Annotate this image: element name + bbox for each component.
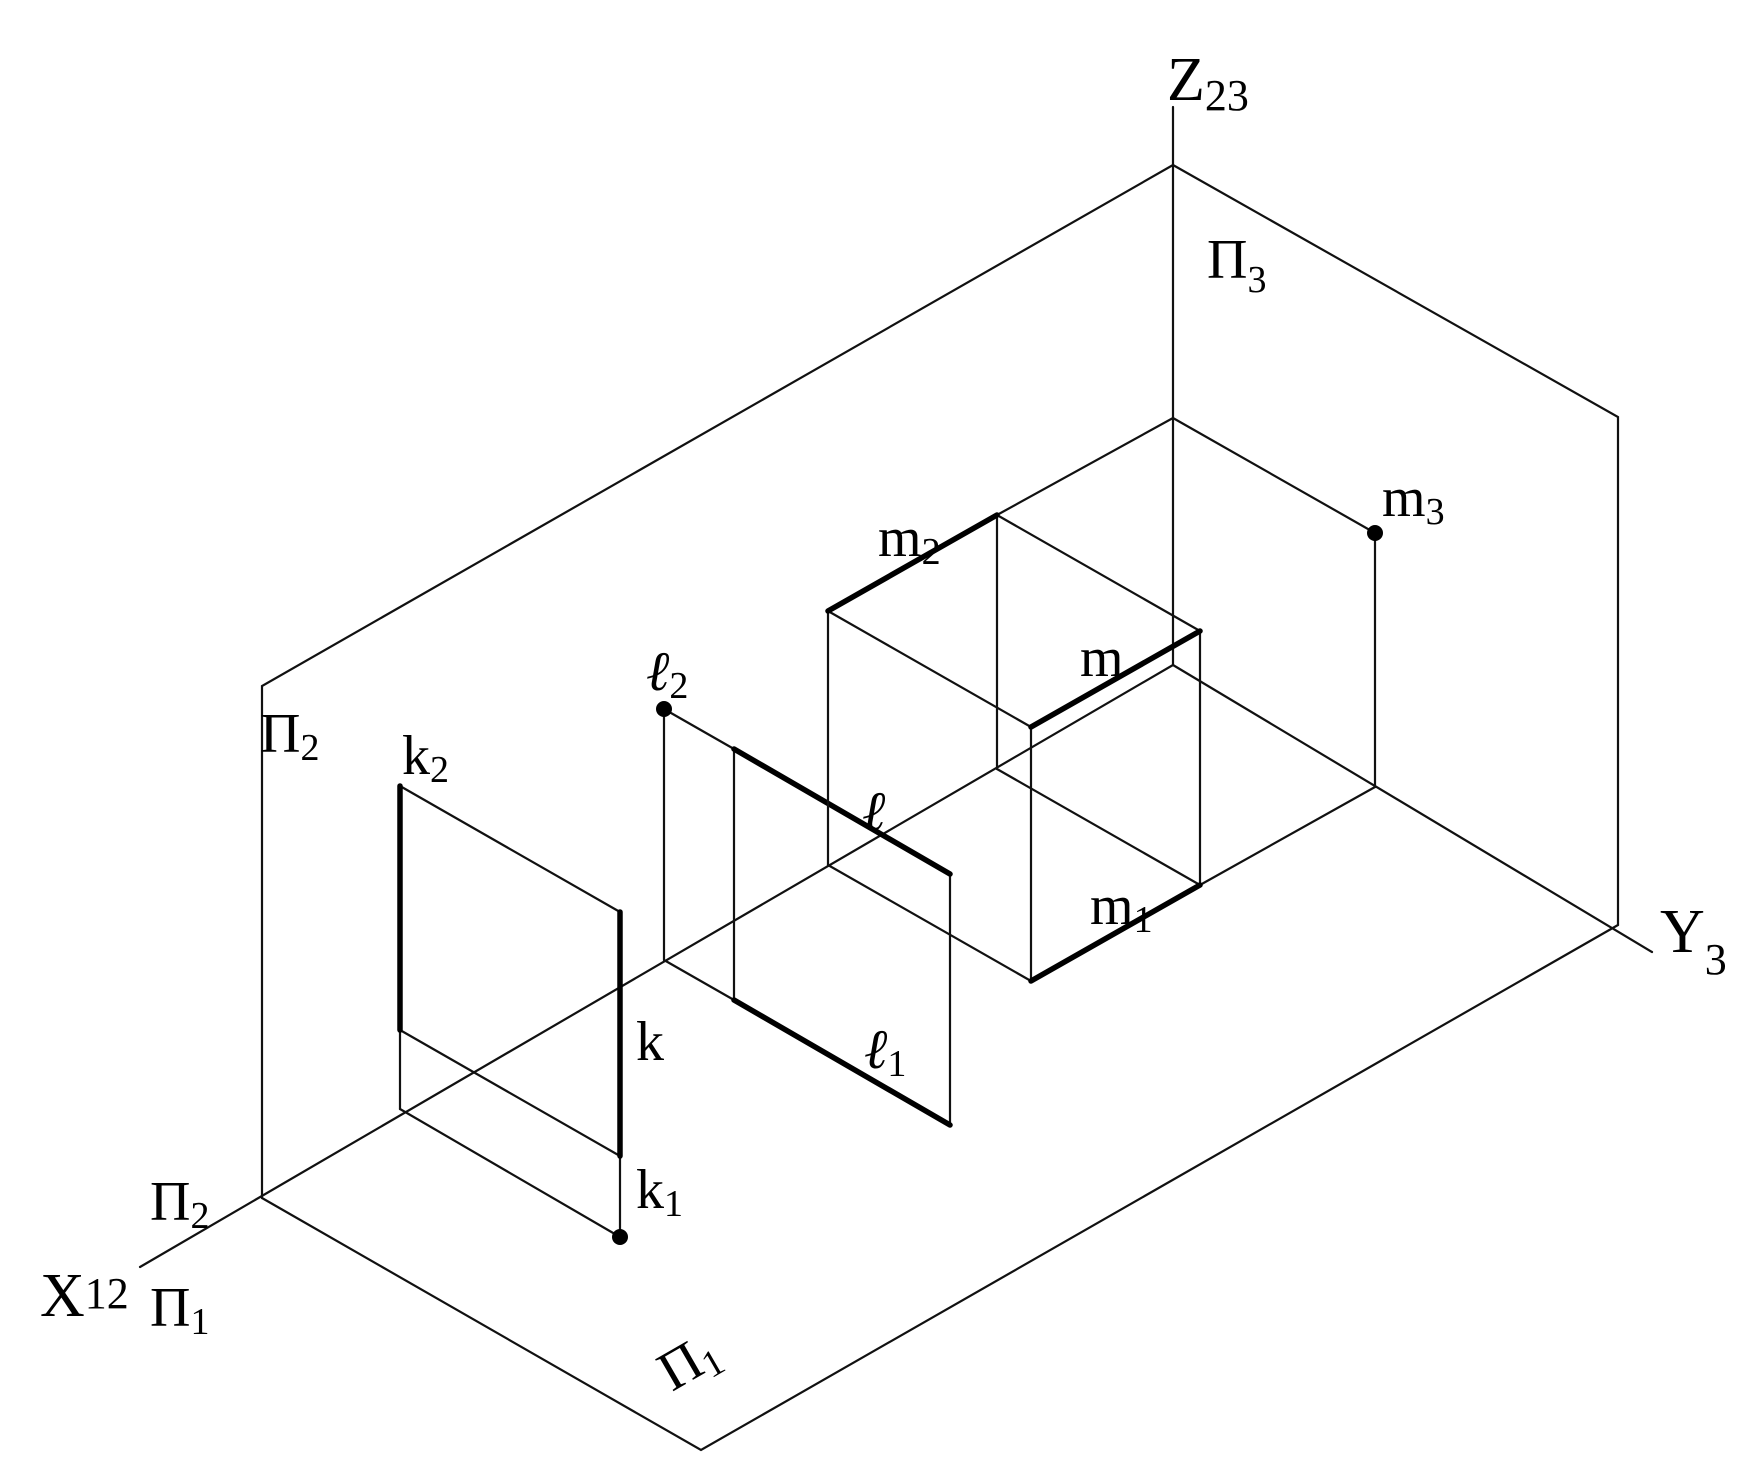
label-y3: Y3 [1660,898,1727,984]
y-axis [1171,663,1654,954]
label-pi2-plane: Π2 [260,703,319,769]
x-axis [138,663,1175,1269]
point-l2 [656,701,672,717]
line-m2 [825,512,1000,614]
label-pi2-axis: Π2 [150,1171,209,1237]
label-l: ℓ [862,781,886,843]
label-pi3: Π3 [1207,229,1266,301]
line-m-construction [826,416,1377,983]
line-m [1028,628,1203,730]
label-pi1-floor: Π1 [648,1320,732,1407]
label-m1: m1 [1090,875,1153,941]
label-m: m [1080,627,1124,689]
label-l1: ℓ1 [864,1019,906,1085]
point-k1 [612,1229,628,1245]
label-x12: X12 [40,1262,129,1330]
pi2-plane-outline [260,163,1175,1200]
line-l-construction [662,707,952,1127]
point-m3 [1367,525,1383,541]
label-z23: Z23 [1167,46,1249,120]
pi1-plane-outline [260,923,1620,1452]
label-k2: k2 [402,725,449,791]
label-m3: m3 [1382,467,1445,533]
label-pi1-axis: Π1 [150,1277,209,1343]
label-l2: ℓ2 [646,641,688,707]
line-m1 [1028,882,1203,984]
line-k-construction [398,784,622,1239]
label-m2: m2 [878,507,941,573]
label-k: k [636,1011,664,1073]
pi3-plane-outline [1171,163,1620,927]
label-k1: k1 [636,1159,683,1225]
line-l [731,746,953,877]
line-l1 [731,997,953,1128]
planes-frame [138,105,1654,1452]
